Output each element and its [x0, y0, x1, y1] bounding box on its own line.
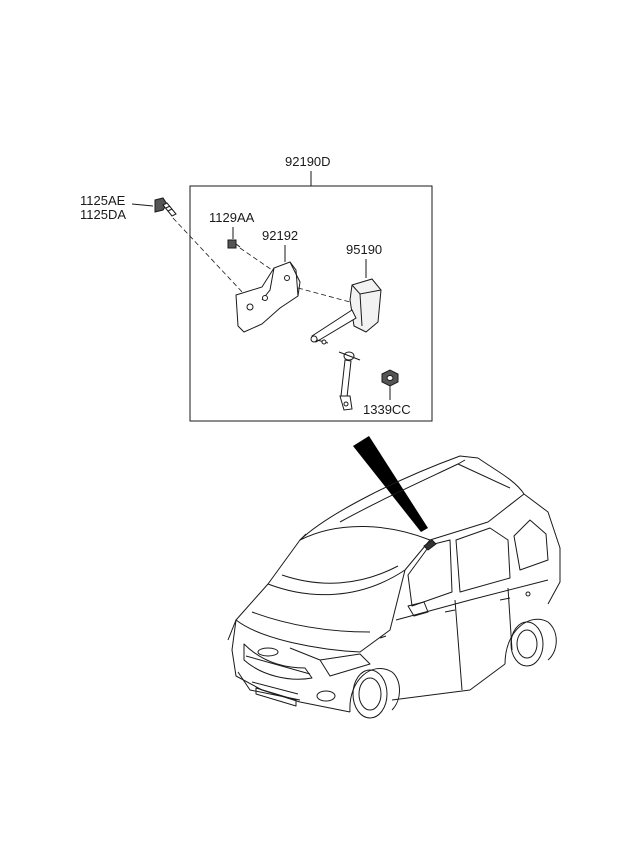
bolt-icon: [154, 197, 177, 217]
label-sensor: 95190: [346, 242, 382, 257]
screw-icon: [227, 239, 241, 249]
label-assembly: 92190D: [285, 154, 331, 169]
label-bolt-b: 1125DA: [80, 207, 126, 222]
label-bracket: 92192: [262, 228, 298, 243]
screw-dashed-path: [239, 247, 273, 271]
assembly-box: [189, 185, 433, 422]
label-screw: 1129AA: [209, 210, 255, 225]
label-bolt-a: 1125AE: [80, 193, 126, 208]
bolt-leader: [131, 203, 154, 207]
bolt-dashed-path: [172, 217, 245, 295]
car-icon: [227, 455, 561, 719]
nut-icon: [381, 369, 399, 387]
level-sensor-icon: [310, 278, 382, 345]
bracket-icon: [235, 261, 301, 333]
bracket-dashed-path: [297, 287, 351, 303]
label-nut: 1339CC: [363, 402, 411, 417]
link-rod-icon: [338, 351, 361, 411]
pointer-arrow-icon: [353, 436, 428, 532]
